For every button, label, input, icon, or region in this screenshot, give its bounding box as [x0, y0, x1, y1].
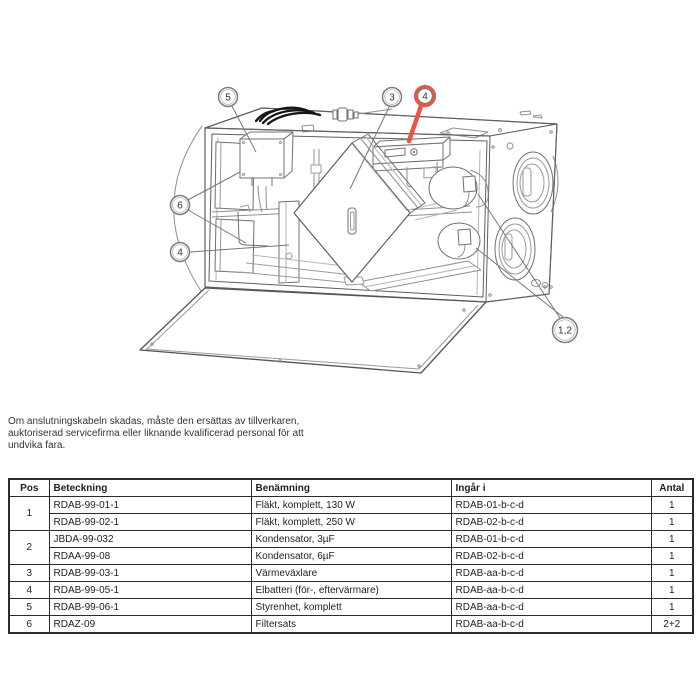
cell-beteckning: JBDA-99-032	[48, 530, 252, 548]
interior-wire	[237, 211, 269, 247]
callout-4-highlighted: 4	[406, 84, 437, 144]
unit-right-panel	[485, 123, 559, 303]
spare-parts-table: Pos Beteckning Benämning Ingår i Antal 1…	[8, 478, 694, 634]
cell-ingar-i: RDAB-02-b-c-d	[450, 547, 652, 565]
table-row: RDAA-99-08 Kondensator, 6µF RDAB-02-b-c-…	[9, 547, 694, 565]
fan-lower	[437, 222, 481, 260]
cell-pos: 3	[8, 564, 50, 582]
cell-ingar-i: RDAB-aa-b-c-d	[450, 564, 652, 582]
exploded-view-figure: 5 3 4 6 4	[139, 84, 579, 374]
cell-benamning: Kondensator, 3µF	[250, 530, 452, 548]
table-row: 3 RDAB-99-03-1 Värmeväxlare RDAB-aa-b-c-…	[8, 564, 694, 582]
cell-benamning: Fläkt, komplett, 130 W	[250, 496, 452, 514]
cell-ingar-i: RDAB-aa-b-c-d	[450, 615, 652, 634]
cell-beteckning: RDAB-99-05-1	[48, 581, 252, 599]
cell-antal: 1	[650, 564, 694, 582]
table-row: 6 RDAZ-09 Filtersats RDAB-aa-b-c-d 2+2	[8, 615, 694, 634]
cell-beteckning: RDAB-99-06-1	[48, 598, 252, 616]
cell-antal: 1	[650, 530, 694, 548]
cell-pos: 4	[8, 581, 50, 599]
callout-4: 4	[169, 241, 290, 263]
cell-antal: 1	[650, 547, 694, 565]
svg-text:6: 6	[177, 201, 183, 212]
svg-text:4: 4	[177, 248, 183, 259]
col-header-beteckning: Beteckning	[48, 478, 252, 497]
cell-benamning: Filtersats	[250, 615, 452, 634]
cell-beteckning: RDAA-99-08	[48, 547, 252, 565]
table-row: 2 JBDA-99-032 Kondensator, 3µF RDAB-01-b…	[8, 530, 694, 565]
filter-lower	[214, 218, 255, 274]
frame-post	[278, 200, 300, 284]
svg-text:4: 4	[422, 92, 428, 103]
table-row: RDAB-99-02-1 Fläkt, komplett, 250 W RDAB…	[9, 513, 694, 531]
duct-port-upper	[512, 151, 554, 215]
col-header-pos: Pos	[8, 478, 50, 497]
heat-exchanger	[293, 133, 426, 286]
svg-text:5: 5	[225, 93, 231, 104]
cell-ingar-i: RDAB-01-b-c-d	[450, 496, 652, 514]
cell-beteckning: RDAB-99-01-1	[48, 496, 252, 514]
col-header-antal: Antal	[650, 478, 694, 497]
power-cable	[254, 106, 322, 126]
cell-benamning: Fläkt, komplett, 250 W	[250, 513, 452, 531]
cell-antal: 1	[650, 581, 694, 599]
cell-antal: 1	[650, 496, 694, 514]
table-row: 4 RDAB-99-05-1 Elbatteri (för-, eftervär…	[8, 581, 694, 599]
cell-antal: 2+2	[650, 615, 694, 634]
cell-benamning: Elbatteri (för-, eftervärmare)	[250, 581, 452, 599]
col-header-benamning: Benämning	[250, 478, 452, 497]
table-header-row: Pos Beteckning Benämning Ingår i Antal	[8, 478, 694, 497]
cell-pos: 5	[8, 598, 50, 616]
cell-ingar-i: RDAB-01-b-c-d	[450, 530, 652, 548]
callout-3: 3	[349, 86, 403, 190]
cell-ingar-i: RDAB-aa-b-c-d	[450, 581, 652, 599]
cell-benamning: Kondensator, 6µF	[250, 547, 452, 565]
exploded-diagram: 5 3 4 6 4	[139, 84, 579, 374]
cell-benamning: Styrenhet, komplett	[250, 598, 452, 616]
fan-upper	[428, 166, 489, 210]
col-header-ingar-i: Ingår i	[450, 478, 652, 497]
callout-1-2: 1,2	[475, 193, 579, 344]
table-row: 1 RDAB-99-01-1 Fläkt, komplett, 130 W RD…	[8, 496, 694, 531]
svg-text:3: 3	[389, 93, 395, 104]
cell-benamning: Värmeväxlare	[250, 564, 452, 582]
cell-beteckning: RDAB-99-02-1	[48, 513, 252, 531]
callout-6: 6	[169, 171, 247, 244]
cell-pos: 2	[8, 530, 50, 565]
cell-antal: 1	[650, 598, 694, 616]
electric-heater	[372, 136, 451, 188]
cable-gland	[332, 107, 393, 122]
table-row: 5 RDAB-99-06-1 Styrenhet, komplett RDAB-…	[8, 598, 694, 616]
cell-pos: 1	[8, 496, 50, 531]
callout-5: 5	[217, 86, 257, 153]
svg-text:1,2: 1,2	[558, 326, 572, 337]
cell-pos: 6	[8, 615, 50, 634]
cell-beteckning: RDAZ-09	[48, 615, 252, 634]
cell-ingar-i: RDAB-aa-b-c-d	[450, 598, 652, 616]
cell-beteckning: RDAB-99-03-1	[48, 564, 252, 582]
safety-note: Om anslutningskabeln skadas, måste den e…	[8, 416, 304, 451]
service-door	[139, 287, 487, 374]
cell-ingar-i: RDAB-02-b-c-d	[450, 513, 652, 531]
duct-port-lower	[494, 217, 536, 281]
cell-antal: 1	[650, 513, 694, 531]
